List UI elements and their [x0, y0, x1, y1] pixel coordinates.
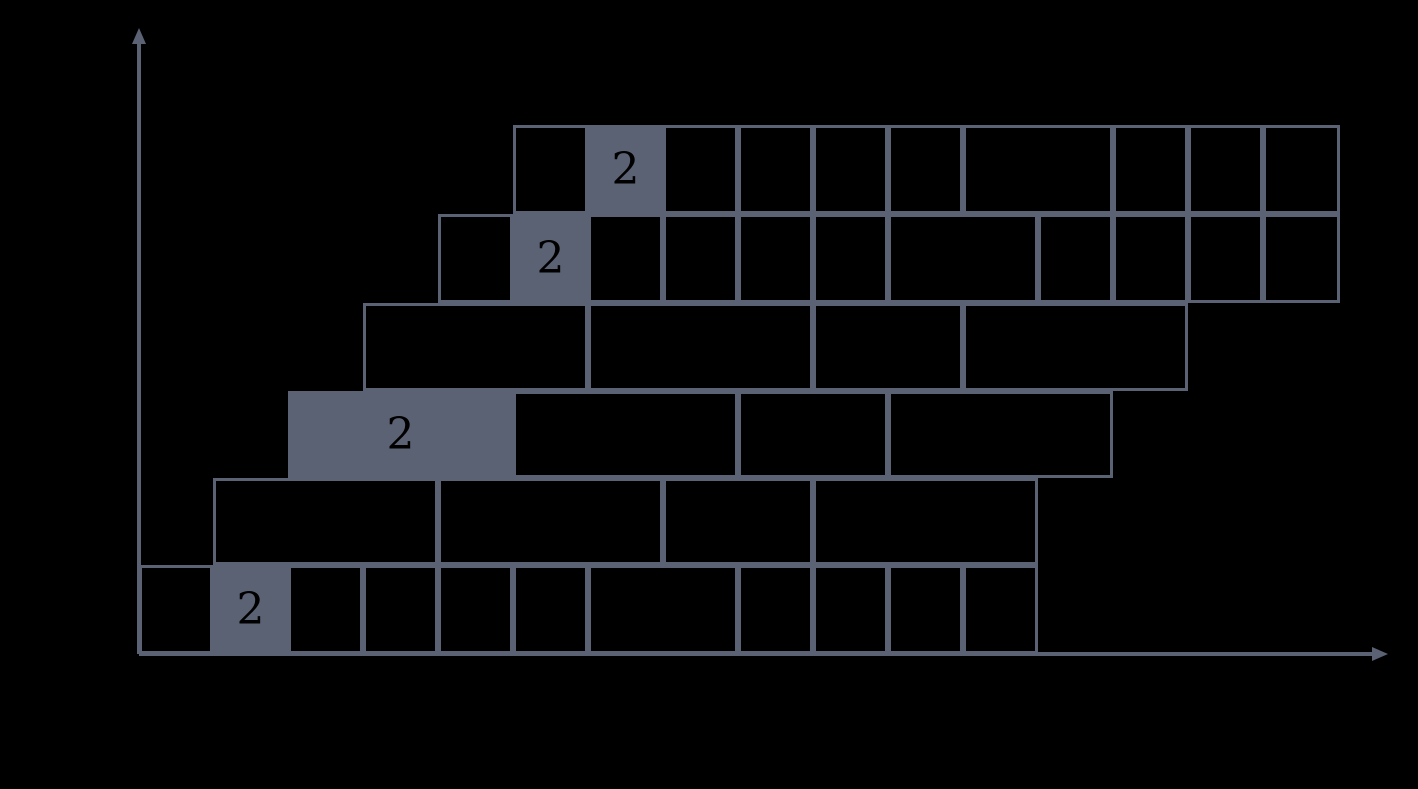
- empty-cell[interactable]: [1263, 214, 1340, 303]
- empty-cell[interactable]: [963, 565, 1038, 654]
- filled-cell[interactable]: [588, 125, 663, 214]
- empty-cell[interactable]: [288, 565, 363, 654]
- empty-cell[interactable]: [1188, 214, 1263, 303]
- empty-cell[interactable]: [438, 214, 513, 303]
- empty-cell[interactable]: [888, 391, 1113, 478]
- empty-cell[interactable]: [963, 125, 1113, 214]
- empty-cell[interactable]: [888, 125, 963, 214]
- empty-cell[interactable]: [588, 303, 813, 391]
- empty-cell[interactable]: [1113, 214, 1188, 303]
- empty-cell[interactable]: [1263, 125, 1340, 214]
- empty-cell[interactable]: [1113, 125, 1188, 214]
- y-axis-line: [137, 44, 141, 654]
- empty-cell[interactable]: [738, 391, 888, 478]
- x-axis-arrow-icon: [1372, 647, 1388, 661]
- empty-cell[interactable]: [813, 125, 888, 214]
- x-axis-line: [139, 652, 1372, 656]
- empty-cell[interactable]: [438, 478, 663, 565]
- empty-cell[interactable]: [438, 565, 513, 654]
- empty-cell[interactable]: [363, 565, 438, 654]
- empty-cell[interactable]: [813, 214, 888, 303]
- empty-cell[interactable]: [663, 214, 738, 303]
- empty-cell[interactable]: [1188, 125, 1263, 214]
- empty-cell[interactable]: [888, 214, 1038, 303]
- empty-cell[interactable]: [663, 125, 738, 214]
- filled-cell[interactable]: [213, 565, 288, 654]
- empty-cell[interactable]: [1038, 214, 1113, 303]
- empty-cell[interactable]: [513, 565, 588, 654]
- empty-cell[interactable]: [738, 214, 813, 303]
- empty-cell[interactable]: [663, 478, 813, 565]
- empty-cell[interactable]: [813, 478, 1038, 565]
- empty-cell[interactable]: [813, 303, 963, 391]
- empty-cell[interactable]: [513, 391, 738, 478]
- empty-cell[interactable]: [888, 565, 963, 654]
- empty-cell[interactable]: [738, 125, 813, 214]
- empty-cell[interactable]: [738, 565, 813, 654]
- empty-cell[interactable]: [513, 125, 588, 214]
- filled-cell[interactable]: [513, 214, 588, 303]
- empty-cell[interactable]: [139, 565, 213, 654]
- empty-cell[interactable]: [363, 303, 588, 391]
- filled-cell[interactable]: [288, 391, 513, 478]
- y-axis-arrow-icon: [132, 28, 146, 44]
- empty-cell[interactable]: [213, 478, 438, 565]
- empty-cell[interactable]: [588, 565, 738, 654]
- empty-cell[interactable]: [963, 303, 1188, 391]
- empty-cell[interactable]: [588, 214, 663, 303]
- empty-cell[interactable]: [813, 565, 888, 654]
